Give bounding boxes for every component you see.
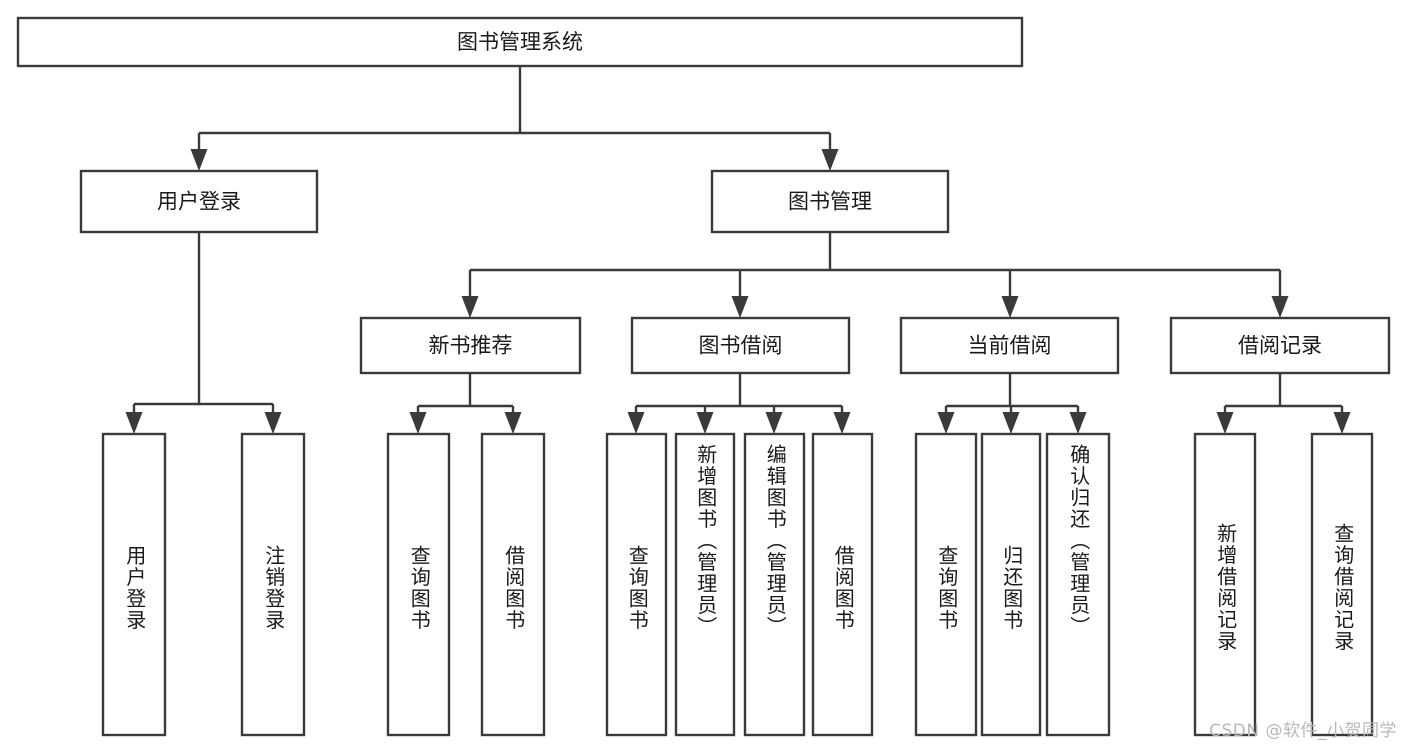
node-leaf-12[interactable] (1310, 432, 1374, 737)
arrow-head-leafgrp1-1 (696, 412, 714, 434)
node-root-label: 图书管理系统 (457, 30, 583, 54)
arrow-head-root-0 (190, 149, 208, 171)
node-leaf-6[interactable] (743, 432, 806, 737)
node-level3-2[interactable] (899, 316, 1120, 375)
arrow-head-book-1 (731, 296, 749, 318)
node-level3-label-1: 图书借阅 (699, 334, 783, 358)
node-leaf-1[interactable] (240, 432, 306, 737)
node-level3-0[interactable] (359, 316, 582, 375)
arrow-head-leafgrp3-1 (1333, 412, 1351, 434)
node-level2-0[interactable] (79, 169, 319, 234)
node-leaf-5[interactable] (674, 432, 736, 737)
node-level2-label-0: 用户登录 (157, 190, 241, 214)
node-leaf-7[interactable] (811, 432, 874, 737)
arrow-head-root-1 (821, 149, 839, 171)
node-level3-label-3: 借阅记录 (1238, 334, 1322, 358)
node-leaf-8[interactable] (914, 432, 978, 737)
node-level3-label-2: 当前借阅 (968, 334, 1052, 358)
arrow-head-leafgrp3-0 (1216, 412, 1234, 434)
node-root[interactable] (16, 16, 1024, 68)
node-box-layer (16, 16, 1391, 737)
node-level2-label-1: 图书管理 (788, 190, 872, 214)
node-leaf-2[interactable] (386, 432, 451, 737)
arrow-head-leafgrp2-1 (1002, 412, 1020, 434)
node-leaf-10[interactable] (1045, 432, 1111, 737)
node-level2-1[interactable] (710, 169, 950, 234)
watermark: CSDN @软件_小贺同学 (1209, 721, 1397, 741)
arrow-head-book-2 (1001, 296, 1019, 318)
arrow-head-user-1 (264, 412, 282, 434)
arrow-head-leafgrp1-2 (765, 412, 783, 434)
connector-layer (125, 66, 1351, 434)
arrow-head-leafgrp1-0 (627, 412, 645, 434)
node-level3-1[interactable] (630, 316, 851, 375)
arrow-head-leafgrp2-2 (1069, 412, 1087, 434)
arrow-head-book-0 (461, 296, 479, 318)
arrow-head-leafgrp1-3 (833, 412, 851, 434)
arrow-head-leafgrp2-0 (937, 412, 955, 434)
arrow-head-leafgrp0-1 (504, 412, 522, 434)
node-leaf-11[interactable] (1193, 432, 1257, 737)
arrow-head-leafgrp0-0 (409, 412, 427, 434)
node-leaf-0[interactable] (101, 432, 167, 737)
node-leaf-3[interactable] (480, 432, 546, 737)
node-leaf-9[interactable] (980, 432, 1042, 737)
node-level3-label-0: 新书推荐 (429, 334, 513, 358)
node-level3-3[interactable] (1169, 316, 1391, 375)
arrow-head-book-3 (1271, 296, 1289, 318)
arrow-head-user-0 (125, 412, 143, 434)
node-leaf-4[interactable] (605, 432, 668, 737)
